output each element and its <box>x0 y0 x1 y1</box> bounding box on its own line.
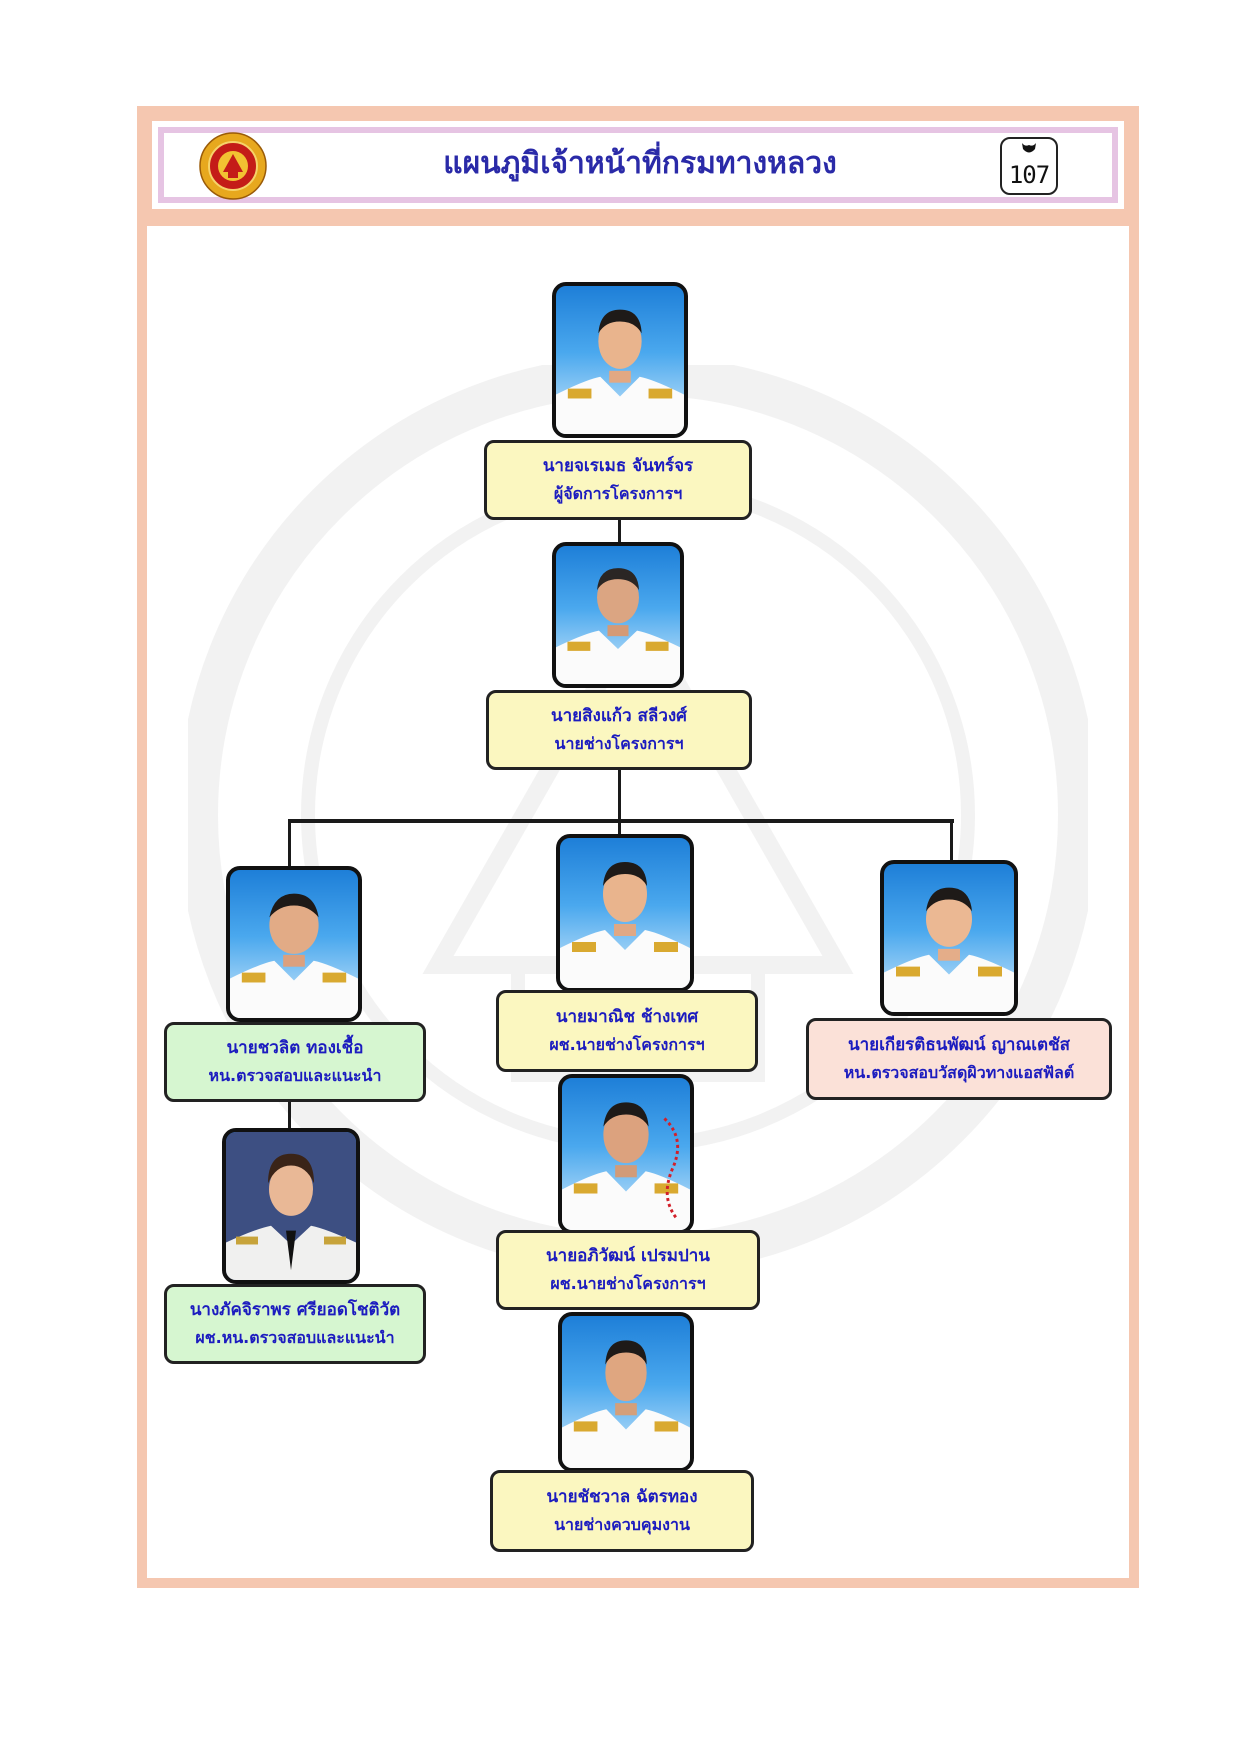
portrait-photo-supervisor <box>558 1312 694 1472</box>
route-number: 107 <box>1008 161 1050 189</box>
inspection-assistant-box: นางภัคจิราพร ศรียอดโชติวัต ผช.หน.ตรวจสอบ… <box>164 1284 426 1364</box>
highway-route-shield-icon <box>1022 143 1036 153</box>
asphalt-head-box: นายเกียรติธนพัฒน์ ญาณเตชัส หน.ตรวจสอบวัส… <box>806 1018 1112 1100</box>
assistant-engineer-1-name: นายมาณิช ช้างเทศ <box>555 1007 699 1027</box>
portrait-photo-assistant-engineer-2 <box>558 1074 694 1234</box>
page-title: แผนภูมิเจ้าหน้าที่กรมทางหลวง <box>443 146 837 181</box>
connector-line <box>618 520 621 542</box>
connector-line <box>288 819 291 869</box>
header-divider <box>137 216 1139 226</box>
connector-line <box>618 819 621 836</box>
inspection-head-position: หน.ตรวจสอบและแนะนำ <box>208 1066 382 1085</box>
engineer-name: นายสิงแก้ว สลีวงศ์ <box>551 706 687 726</box>
portrait-photo-asphalt-head <box>880 860 1018 1016</box>
portrait-photo-engineer <box>552 542 684 688</box>
asphalt-head-position: หน.ตรวจสอบวัสดุผิวทางแอสฟัลต์ <box>843 1063 1075 1082</box>
manager-position: ผู้จัดการโครงการฯ <box>553 484 683 503</box>
assistant-engineer-2-box: นายอภิวัฒน์ เปรมปาน ผช.นายช่างโครงการฯ <box>496 1230 760 1310</box>
assistant-engineer-1-box: นายมาณิช ช้างเทศ ผช.นายช่างโครงการฯ <box>496 990 758 1072</box>
inspection-head-name: นายชวลิต ทองเชื้อ <box>226 1038 364 1058</box>
inspection-assistant-name: นางภัคจิราพร ศรียอดโชติวัต <box>189 1300 401 1320</box>
portrait-photo-inspection-assistant <box>222 1128 360 1284</box>
engineer-box: นายสิงแก้ว สลีวงศ์ นายช่างโครงการฯ <box>486 690 752 770</box>
inspection-head-box: นายชวลิต ทองเชื้อ หน.ตรวจสอบและแนะนำ <box>164 1022 426 1102</box>
inspection-assistant-position: ผช.หน.ตรวจสอบและแนะนำ <box>195 1328 395 1347</box>
manager-box: นายจเรเมธ จันทร์จร ผู้จัดการโครงการฯ <box>484 440 752 520</box>
assistant-engineer-2-position: ผช.นายช่างโครงการฯ <box>550 1274 706 1293</box>
engineer-position: นายช่างโครงการฯ <box>554 734 684 753</box>
connector-line <box>288 819 954 823</box>
portrait-photo-manager <box>552 282 688 438</box>
assistant-engineer-2-name: นายอภิวัฒน์ เปรมปาน <box>546 1246 710 1266</box>
supervisor-name: นายชัชวาล ฉัตรทอง <box>546 1487 698 1507</box>
header-box <box>158 127 1118 203</box>
department-of-highways-emblem-icon <box>199 132 267 200</box>
asphalt-head-name: นายเกียรติธนพัฒน์ ญาณเตชัส <box>847 1035 1071 1055</box>
route-number-badge: 107 <box>1000 137 1058 195</box>
connector-line <box>950 819 953 864</box>
connector-line <box>618 768 621 823</box>
connector-line <box>288 1102 291 1130</box>
portrait-photo-inspection-head <box>226 866 362 1022</box>
supervisor-box: นายชัชวาล ฉัตรทอง นายช่างควบคุมงาน <box>490 1470 754 1552</box>
supervisor-position: นายช่างควบคุมงาน <box>554 1515 690 1534</box>
assistant-engineer-1-position: ผช.นายช่างโครงการฯ <box>549 1035 705 1054</box>
manager-name: นายจเรเมธ จันทร์จร <box>542 456 694 476</box>
portrait-photo-assistant-engineer-1 <box>556 834 694 992</box>
